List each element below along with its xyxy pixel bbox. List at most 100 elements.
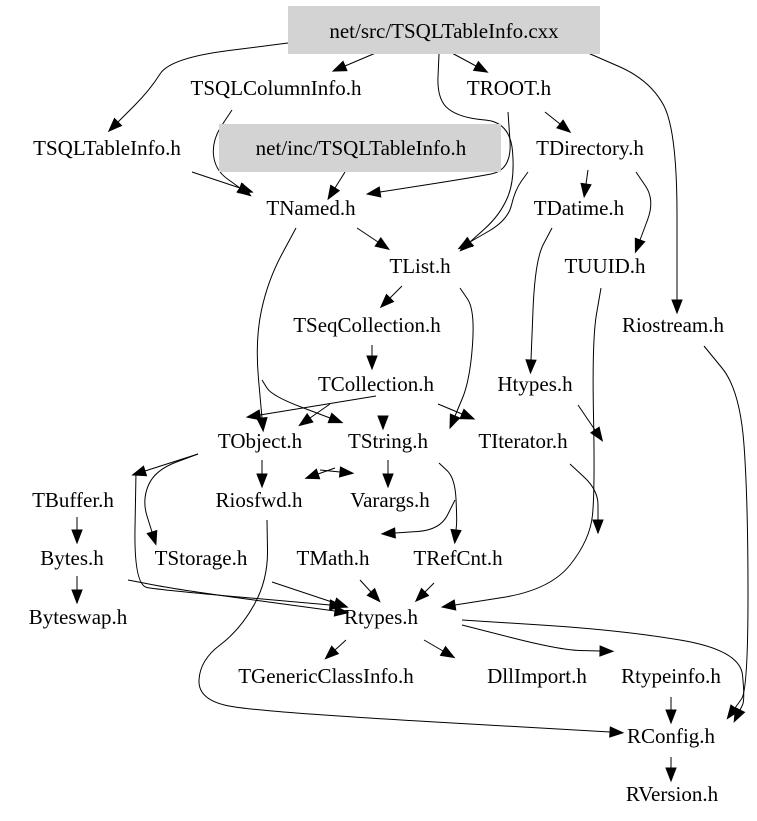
- node-label: Riostream.h: [622, 313, 725, 337]
- node-troot[interactable]: TROOT.h: [467, 76, 552, 100]
- arrowhead-icon: [366, 355, 378, 371]
- arrowhead-icon: [457, 236, 474, 250]
- edge-line: [317, 467, 336, 475]
- node-tseq[interactable]: TSeqCollection.h: [293, 313, 441, 337]
- edges-layer: [71, 42, 749, 783]
- node-tdatime[interactable]: TDatime.h: [534, 196, 625, 220]
- node-label: TDirectory.h: [536, 136, 644, 160]
- edge-line: [424, 582, 435, 593]
- node-titer[interactable]: TIterator.h: [478, 429, 568, 453]
- node-highlight-box: [219, 124, 501, 172]
- node-label: TSQLTableInfo.h: [33, 136, 181, 160]
- arrowhead-icon: [440, 599, 457, 611]
- arrowhead-icon: [450, 528, 462, 545]
- edge-tnamed-to-tlist: [356, 227, 390, 250]
- node-tnamed[interactable]: TNamed.h: [266, 196, 356, 220]
- node-rconfig[interactable]: RConfig.h: [627, 724, 716, 748]
- edge-line: [344, 51, 379, 67]
- arrowhead-icon: [414, 587, 430, 603]
- arrowhead-icon: [71, 589, 83, 605]
- node-colinfo[interactable]: TSQLColumnInfo.h: [191, 76, 362, 100]
- node-riosfwd[interactable]: Riosfwd.h: [216, 488, 303, 512]
- node-tlist[interactable]: TList.h: [389, 254, 451, 278]
- edge-line: [261, 379, 331, 419]
- node-tcoll[interactable]: TCollection.h: [318, 372, 435, 396]
- arrowhead-icon: [726, 704, 740, 720]
- edge-line: [144, 453, 199, 533]
- arrowhead-icon: [665, 767, 677, 783]
- node-varargs[interactable]: Varargs.h: [350, 488, 430, 512]
- node-trefcnt[interactable]: TRefCnt.h: [413, 546, 503, 570]
- edge-tstring-to-tmath: [380, 499, 456, 539]
- edge-troot-to-tnamed: [365, 111, 511, 198]
- arrowhead-icon: [365, 186, 382, 198]
- node-htypes[interactable]: Htypes.h: [497, 372, 573, 396]
- edge-tuuid-to-rtypes: [440, 287, 602, 611]
- edge-line: [577, 404, 596, 431]
- node-rtypeinfo[interactable]: Rtypeinfo.h: [621, 664, 721, 688]
- node-tgeneric[interactable]: TGenericClassInfo.h: [238, 664, 414, 688]
- node-inc[interactable]: net/inc/TSQLTableInfo.h: [219, 124, 501, 172]
- node-tstorage[interactable]: TStorage.h: [155, 546, 248, 570]
- node-src[interactable]: net/src/TSQLTableInfo.cxx: [288, 6, 600, 54]
- node-tbuffer[interactable]: TBuffer.h: [32, 488, 114, 512]
- arrowhead-icon: [382, 473, 394, 489]
- node-tstring[interactable]: TString.h: [348, 429, 428, 453]
- node-bytes[interactable]: Bytes.h: [40, 546, 104, 570]
- edge-line: [191, 171, 241, 189]
- edge-tstorage-to-rtypes: [271, 581, 349, 609]
- edge-tlist-to-tseq: [379, 285, 403, 309]
- node-tableinfo[interactable]: TSQLTableInfo.h: [33, 136, 181, 160]
- node-highlight-box: [288, 6, 600, 54]
- node-dllimport[interactable]: DllImport.h: [487, 664, 587, 688]
- edge-tcoll-to-titer: [437, 403, 476, 420]
- node-rtypes[interactable]: Rtypes.h: [344, 605, 419, 629]
- edge-line: [438, 462, 458, 531]
- edge-line: [703, 345, 749, 709]
- arrowhead-icon: [331, 60, 348, 72]
- node-tobject[interactable]: TObject.h: [218, 429, 303, 453]
- node-label: TBuffer.h: [32, 488, 114, 512]
- arrowhead-icon: [671, 299, 683, 315]
- edge-tableinfo-to-tnamed: [191, 171, 254, 194]
- arrowhead-icon: [327, 184, 341, 201]
- node-label: RConfig.h: [627, 724, 716, 748]
- nodes-layer: net/src/TSQLTableInfo.cxxTSQLColumnInfo.…: [29, 6, 725, 806]
- edge-tcoll-to-tobject: [245, 395, 377, 421]
- edge-line: [134, 471, 331, 606]
- arrowhead-icon: [556, 119, 572, 133]
- edge-line: [271, 581, 336, 604]
- arrowhead-icon: [245, 409, 262, 421]
- edge-line: [389, 285, 403, 299]
- edge-bytes-to-rtypes: [127, 579, 350, 617]
- node-tmath[interactable]: TMath.h: [297, 546, 370, 570]
- node-label: TRefCnt.h: [413, 546, 503, 570]
- edge-src-to-troot: [449, 51, 489, 73]
- arrowhead-icon: [324, 645, 340, 660]
- edge-line: [454, 287, 474, 417]
- arrowhead-icon: [634, 237, 646, 254]
- edge-tcoll-to-tstring: [298, 403, 331, 427]
- edge-rtypes-to-dllimport: [423, 639, 456, 659]
- node-label: net/src/TSQLTableInfo.cxx: [329, 19, 559, 43]
- node-tdir[interactable]: TDirectory.h: [536, 136, 644, 160]
- edge-tmath-to-rtypes: [359, 579, 381, 603]
- arrowhead-icon: [377, 415, 389, 431]
- node-riostream[interactable]: Riostream.h: [622, 313, 725, 337]
- node-label: TMath.h: [297, 546, 370, 570]
- arrowhead-icon: [304, 468, 321, 480]
- node-label: TList.h: [389, 254, 451, 278]
- edge-tseq-to-tcoll: [366, 345, 378, 371]
- edge-riosfwd-to-rconfig: [198, 519, 625, 738]
- arrowhead-icon: [237, 182, 254, 194]
- edge-line: [356, 227, 379, 243]
- node-label: Riosfwd.h: [216, 488, 303, 512]
- edge-line: [437, 53, 514, 243]
- node-byteswap[interactable]: Byteswap.h: [29, 605, 128, 629]
- edge-line: [530, 227, 553, 361]
- node-rversion[interactable]: RVersion.h: [626, 782, 719, 806]
- arrowhead-icon: [609, 726, 625, 738]
- node-tuuid[interactable]: TUUID.h: [564, 254, 646, 278]
- edge-trefcnt-to-rtypes: [414, 582, 435, 603]
